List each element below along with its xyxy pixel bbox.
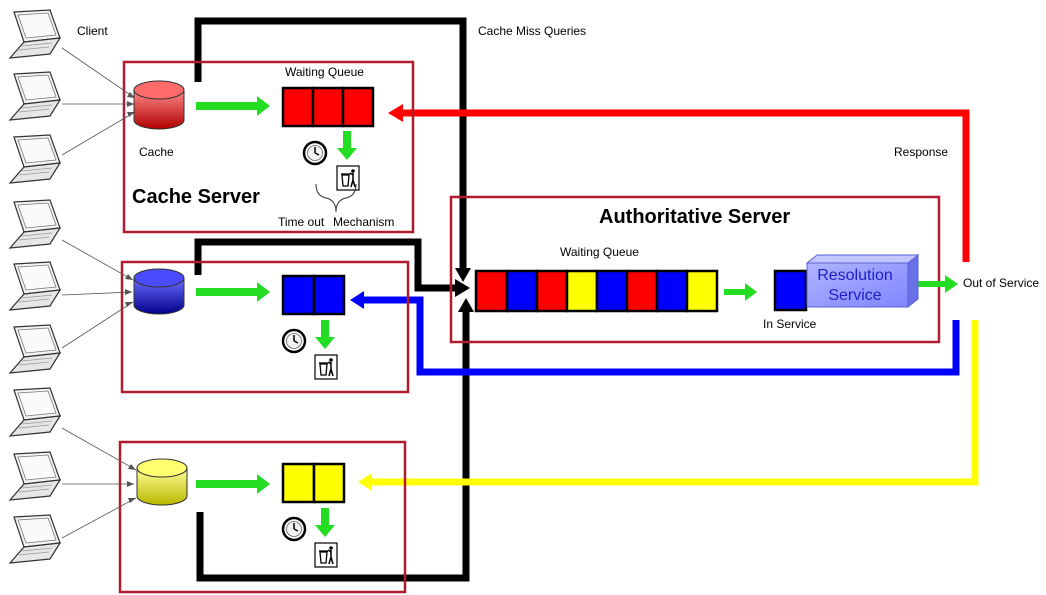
green-arrow-down bbox=[337, 131, 357, 160]
response-line-red bbox=[400, 109, 970, 262]
queue-cell bbox=[312, 462, 346, 504]
queue-cell bbox=[685, 269, 719, 313]
green-arrow-right bbox=[196, 474, 270, 494]
laptop-icon bbox=[9, 9, 61, 59]
cache-server-frame-blue bbox=[120, 260, 410, 394]
auth-waiting-queue-label: Waiting Queue bbox=[560, 245, 639, 259]
green-arrow-right bbox=[196, 96, 270, 116]
laptop-icon bbox=[9, 451, 61, 501]
queue-cell bbox=[341, 86, 375, 128]
queue-cell bbox=[474, 269, 509, 313]
out-of-service-label: Out of Service bbox=[963, 276, 1039, 290]
queue-cell bbox=[312, 274, 346, 316]
queue-cell bbox=[505, 269, 539, 313]
cache-server-title: Cache Server bbox=[132, 186, 260, 208]
authoritative-queue bbox=[474, 269, 719, 313]
resolution-service-line2: Service bbox=[828, 287, 881, 304]
trash-icon bbox=[314, 354, 338, 380]
waiting-queue-label: Waiting Queue bbox=[285, 65, 364, 79]
queue-cell bbox=[625, 269, 659, 313]
queue-cell bbox=[311, 86, 345, 128]
queue-cell bbox=[655, 269, 689, 313]
clock-icon bbox=[281, 516, 307, 542]
cache-miss-line-yellow bbox=[196, 308, 470, 582]
database-icon bbox=[136, 458, 188, 506]
client-connections bbox=[61, 47, 137, 539]
green-arrow-down bbox=[315, 320, 335, 349]
cache-miss-line-red bbox=[194, 17, 467, 270]
cache-miss-queries-label: Cache Miss Queries bbox=[478, 24, 586, 38]
queue-cell bbox=[281, 462, 316, 504]
response-arrowhead-red bbox=[388, 104, 403, 122]
queue-cell bbox=[535, 269, 569, 313]
client-label: Client bbox=[77, 24, 108, 38]
response-arrowhead-yellow bbox=[358, 473, 372, 491]
queue-cell bbox=[281, 274, 316, 316]
clock-icon bbox=[302, 140, 328, 166]
cache-miss-arrowhead-right bbox=[455, 279, 470, 297]
laptop-icon bbox=[9, 514, 61, 564]
queue-cell bbox=[281, 86, 315, 128]
resolution-service-box bbox=[805, 253, 920, 309]
response-arrowhead-blue bbox=[350, 291, 364, 309]
queue-cell bbox=[595, 269, 629, 313]
cache-server-frame-yellow bbox=[118, 440, 407, 594]
authoritative-server-frame bbox=[449, 195, 941, 344]
green-arrows bbox=[196, 96, 958, 537]
cache-queue-red bbox=[281, 86, 375, 128]
in-service-cell bbox=[773, 269, 808, 312]
cache-miss-arrowhead-down bbox=[455, 268, 471, 282]
laptop-icon bbox=[9, 71, 61, 121]
laptop-icon bbox=[9, 324, 61, 374]
cache-miss-lines bbox=[194, 17, 470, 582]
laptop-icon bbox=[9, 134, 61, 184]
laptop-icon bbox=[9, 387, 61, 437]
laptop-icon bbox=[9, 199, 61, 249]
cache-miss-line-blue bbox=[194, 238, 455, 292]
authoritative-server-title: Authoritative Server bbox=[599, 206, 790, 228]
queue-cell bbox=[565, 269, 599, 313]
database-icon bbox=[133, 268, 185, 315]
cache-miss-arrowhead-up bbox=[458, 298, 474, 312]
green-arrow-right bbox=[196, 282, 270, 302]
green-arrow-right bbox=[918, 275, 958, 293]
green-arrow-right bbox=[724, 283, 757, 301]
timeout-brace bbox=[315, 183, 357, 213]
response-label: Response bbox=[894, 145, 948, 159]
trash-icon bbox=[314, 542, 338, 568]
laptop-icon bbox=[9, 261, 61, 311]
cache-queue-blue bbox=[281, 274, 346, 316]
cache-server-frame-red bbox=[122, 60, 415, 234]
in-service-label: In Service bbox=[763, 317, 817, 331]
timeout-label: Time out bbox=[278, 215, 325, 229]
mechanism-label: Mechanism bbox=[333, 215, 394, 229]
response-line-yellow bbox=[370, 320, 979, 486]
client-arrowheads bbox=[125, 92, 136, 503]
resolution-service-line1: Resolution bbox=[817, 267, 893, 284]
cache-queue-yellow bbox=[281, 462, 346, 504]
clock-icon bbox=[281, 328, 307, 354]
response-line-blue bbox=[362, 296, 960, 376]
database-icon bbox=[133, 80, 185, 130]
cache-label: Cache bbox=[139, 145, 174, 159]
green-arrow-down bbox=[315, 508, 335, 537]
